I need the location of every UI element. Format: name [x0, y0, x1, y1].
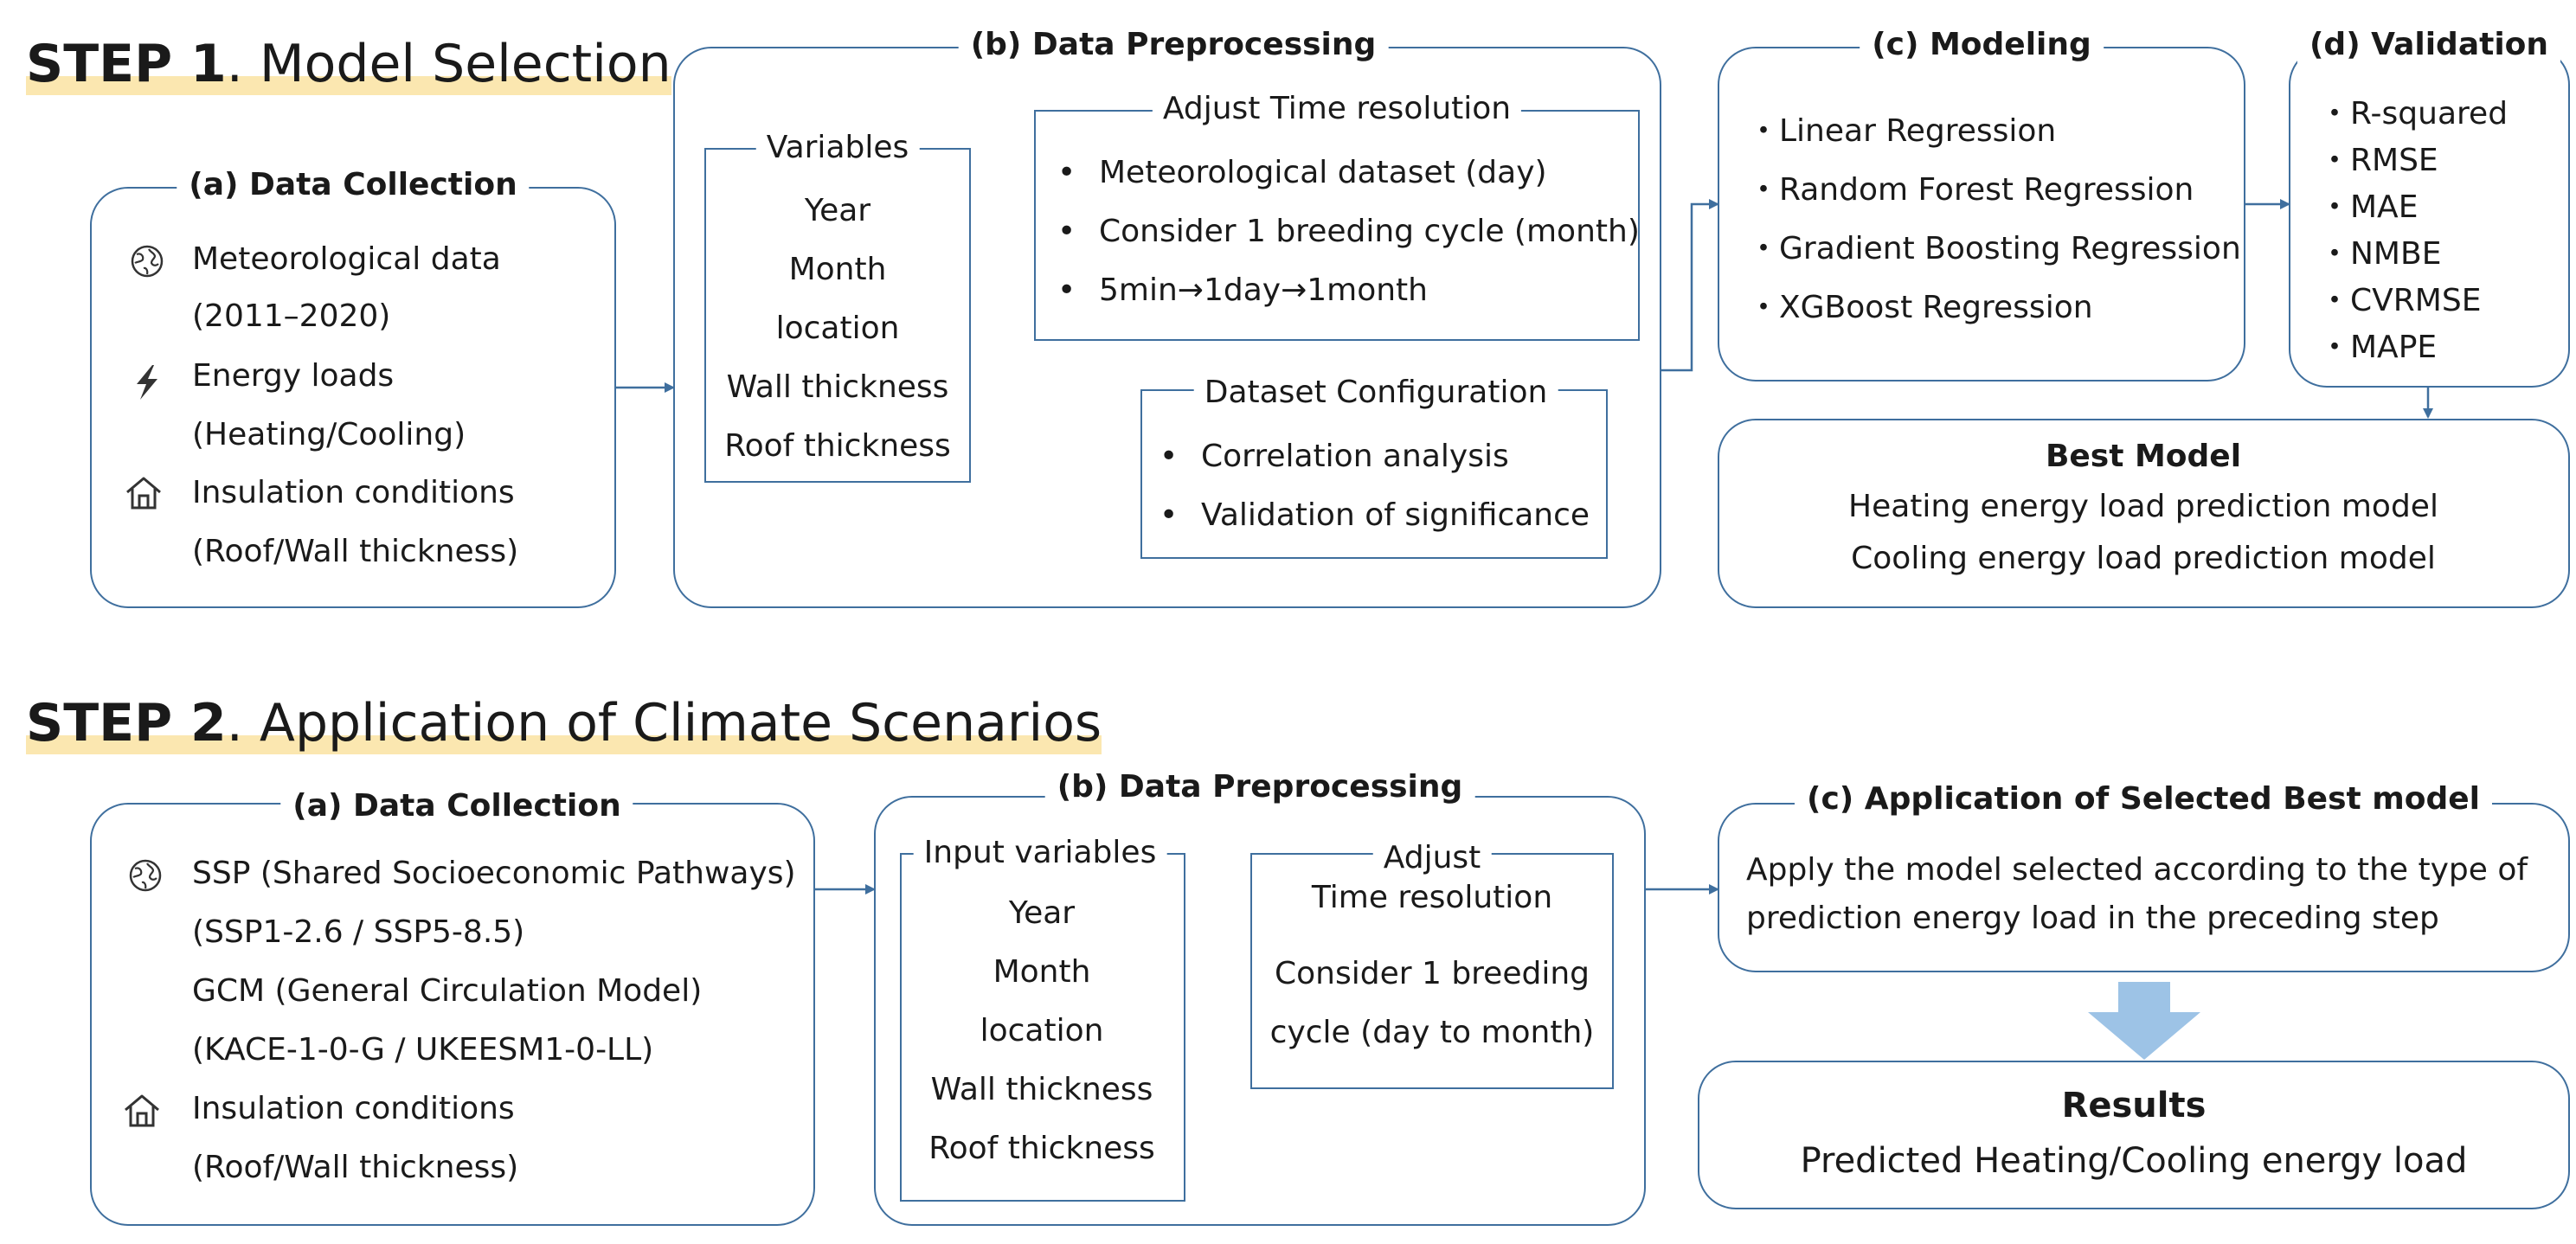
s2-variable-roof: Roof thickness [928, 1131, 1155, 1166]
lightning-icon [137, 365, 157, 400]
s1-metric-2: ・RMSE [2319, 143, 2438, 178]
s2-collection-line-4: (KACE-1-0-G / UKEESM1-0-LL) [192, 1032, 654, 1068]
s1-dataset-bullet-2: • [1160, 497, 1179, 533]
s2-time-line-1: Consider 1 breeding [1274, 956, 1590, 991]
s1-metric-3: ・MAE [2319, 189, 2419, 225]
globe-icon [131, 245, 164, 278]
s1-time-bullet-1: • [1057, 155, 1076, 190]
s1-best-model-title: Best Model [2045, 439, 2242, 474]
step2-heading: STEP 2. Application of Climate Scenarios [26, 697, 1102, 754]
s1-dataset-bullet-1: • [1160, 439, 1179, 474]
s2-results-text: Predicted Heating/Cooling energy load [1800, 1141, 2468, 1181]
s2-collection-line-6: (Roof/Wall thickness) [192, 1150, 519, 1185]
s1-collection-item-1-line2: (2011–2020) [192, 298, 391, 334]
s2-application-box [1718, 803, 2570, 972]
s2-collection-line-5: Insulation conditions [192, 1091, 515, 1126]
step2-title: . Application of Climate Scenarios [226, 693, 1102, 753]
s1-model-3: ・Gradient Boosting Regression [1748, 231, 2241, 266]
s2-input-variables-title: Input variables [913, 834, 1167, 872]
s1-dataset-config-box [1140, 389, 1608, 559]
step1-title: . Model Selection [226, 34, 671, 94]
s1-model-4: ・XGBoost Regression [1748, 290, 2093, 325]
s1-validation-title: (d) Validation [2297, 26, 2561, 64]
s2-collection-line-2: (SSP1-2.6 / SSP5-8.5) [192, 914, 525, 950]
s1-dataset-config-title: Dataset Configuration [1193, 374, 1558, 412]
step1-highlight [26, 76, 671, 95]
s2-time-resolution-title-2: Time resolution [1311, 880, 1553, 915]
s1-dataset-item-2: Validation of significance [1201, 497, 1590, 533]
s1-variables-title: Variables [755, 129, 920, 167]
s1-modeling-box [1718, 47, 2245, 382]
s2-collection-line-1: SSP (Shared Socioeconomic Pathways) [192, 856, 796, 891]
s1-collection-item-2-line2: (Heating/Cooling) [192, 417, 466, 452]
s2-data-collection-title: (a) Data Collection [280, 787, 633, 825]
s1-collection-item-2-line1: Energy loads [192, 358, 395, 394]
s1-variable-wall: Wall thickness [726, 369, 949, 405]
step2-label: STEP 2 [26, 693, 227, 753]
s1-variable-month: Month [788, 252, 887, 287]
s2-time-line-2: cycle (day to month) [1269, 1015, 1595, 1050]
s1-best-model-heating: Heating energy load prediction model [1848, 489, 2438, 524]
s1-variable-roof: Roof thickness [724, 428, 951, 464]
s1-preprocessing-title: (b) Data Preprocessing [958, 26, 1389, 64]
s1-collection-item-3-line2: (Roof/Wall thickness) [192, 534, 519, 569]
s1-collection-item-3-line1: Insulation conditions [192, 475, 515, 510]
s2-application-line-2: prediction energy load in the preceding … [1746, 901, 2439, 936]
s1-variable-location: location [775, 311, 900, 346]
s1-variables-box [704, 148, 971, 483]
s2-data-collection-box [90, 803, 815, 1226]
house-icon [125, 1094, 159, 1127]
s1-time-item-3: 5min→1day→1month [1099, 273, 1428, 308]
s2-preprocessing-title: (b) Data Preprocessing [1044, 768, 1475, 806]
down-arrow-to-results [2088, 982, 2200, 1060]
s1-data-collection-title: (a) Data Collection [177, 166, 530, 204]
s2-variable-location: location [980, 1013, 1104, 1048]
s1-time-item-2: Consider 1 breeding cycle (month) [1099, 214, 1640, 249]
s1-time-item-1: Meteorological dataset (day) [1099, 155, 1547, 190]
arrow-s1-preprocessing-to-modeling [1661, 199, 1719, 372]
s1-metric-1: ・R-squared [2319, 96, 2509, 131]
s1-dataset-item-1: Correlation analysis [1201, 439, 1509, 474]
s1-data-collection-box [90, 187, 616, 608]
s1-best-model-box [1718, 419, 2570, 608]
s2-variable-year: Year [1008, 895, 1076, 931]
s1-variable-year: Year [804, 193, 871, 228]
s1-modeling-title: (c) Modeling [1860, 26, 2104, 64]
s2-application-title: (c) Application of Selected Best model [1794, 780, 2493, 818]
s1-metric-6: ・MAPE [2319, 330, 2438, 365]
s1-time-bullet-2: • [1057, 214, 1076, 249]
step1-heading: STEP 1. Model Selection [26, 38, 671, 95]
s1-model-2: ・Random Forest Regression [1748, 172, 2194, 208]
house-icon [126, 477, 161, 510]
step1-label: STEP 1 [26, 34, 227, 94]
s2-variable-month: Month [992, 954, 1091, 990]
s1-collection-item-1-line1: Meteorological data [192, 241, 501, 277]
s1-best-model-cooling: Cooling energy load prediction model [1851, 541, 2436, 576]
s2-results-title: Results [2061, 1086, 2207, 1125]
s2-time-resolution-box [1250, 853, 1614, 1089]
s1-metric-4: ・NMBE [2319, 236, 2442, 272]
s2-variable-wall: Wall thickness [930, 1072, 1153, 1107]
s1-metric-5: ・CVRMSE [2319, 283, 2482, 318]
s1-time-bullet-3: • [1057, 273, 1076, 308]
s2-input-variables-box [900, 853, 1185, 1202]
s2-results-box [1698, 1061, 2570, 1209]
step2-highlight [26, 735, 1102, 754]
s2-time-resolution-title-1: Adjust [1372, 839, 1492, 877]
s1-time-resolution-title: Adjust Time resolution [1152, 90, 1522, 128]
s1-model-1: ・Linear Regression [1748, 113, 2057, 149]
s2-application-line-1: Apply the model selected according to th… [1746, 852, 2528, 888]
s2-collection-line-3: GCM (General Circulation Model) [192, 973, 703, 1009]
globe-icon [129, 859, 162, 892]
